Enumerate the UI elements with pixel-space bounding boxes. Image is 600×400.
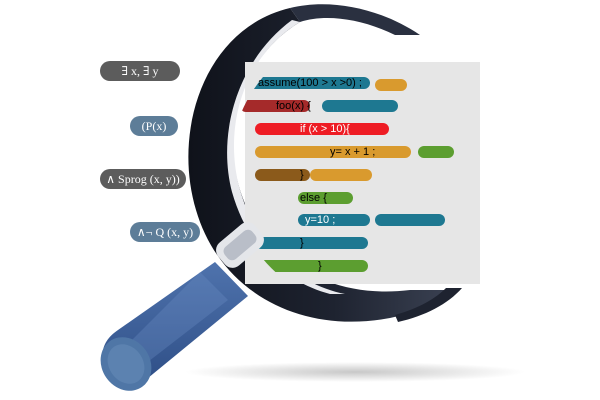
code-bar-2 — [240, 100, 310, 112]
code-bar-1 — [375, 79, 407, 91]
code-line-foo: foo(x) { — [276, 100, 311, 112]
code-line-else: else { — [300, 192, 327, 204]
formula-pill-sprog: ∧ Sprog (x, y)) — [100, 169, 186, 189]
formula-pill-exists: ∃ x, ∃ y — [100, 61, 180, 81]
formula-pill-not-q: ∧¬ Q (x, y) — [130, 222, 200, 242]
handle-connector — [216, 222, 264, 268]
code-bar-12 — [255, 237, 368, 249]
code-line-close-if: } — [300, 169, 304, 181]
code-bar-13 — [255, 260, 368, 272]
ground-shadow — [185, 362, 525, 382]
code-line-close-foo: } — [318, 260, 322, 272]
code-line-assign: y= x + 1 ; — [330, 146, 376, 158]
code-line-if: if (x > 10){ — [300, 123, 350, 135]
code-bar-0 — [240, 77, 370, 89]
code-bar-5 — [255, 146, 411, 158]
code-bar-6 — [418, 146, 454, 158]
code-bar-3 — [322, 100, 398, 112]
code-bar-10 — [298, 214, 370, 226]
code-bars — [240, 77, 454, 272]
code-line-assume: assume(100 > x >0) ; — [258, 77, 362, 89]
code-bar-9 — [298, 192, 353, 204]
lens-frame-top — [290, 4, 420, 35]
code-bar-8 — [310, 169, 372, 181]
code-line-assign-10: y=10 ; — [305, 214, 336, 226]
code-bar-11 — [375, 214, 445, 226]
magnifier-handle — [100, 262, 248, 391]
lens-frame-lower-rim — [395, 288, 462, 322]
formula-pill-p-x: (P(x) — [130, 116, 178, 136]
code-bar-7 — [255, 169, 310, 181]
code-line-close-else: } — [300, 237, 304, 249]
code-bar-4 — [255, 123, 389, 135]
